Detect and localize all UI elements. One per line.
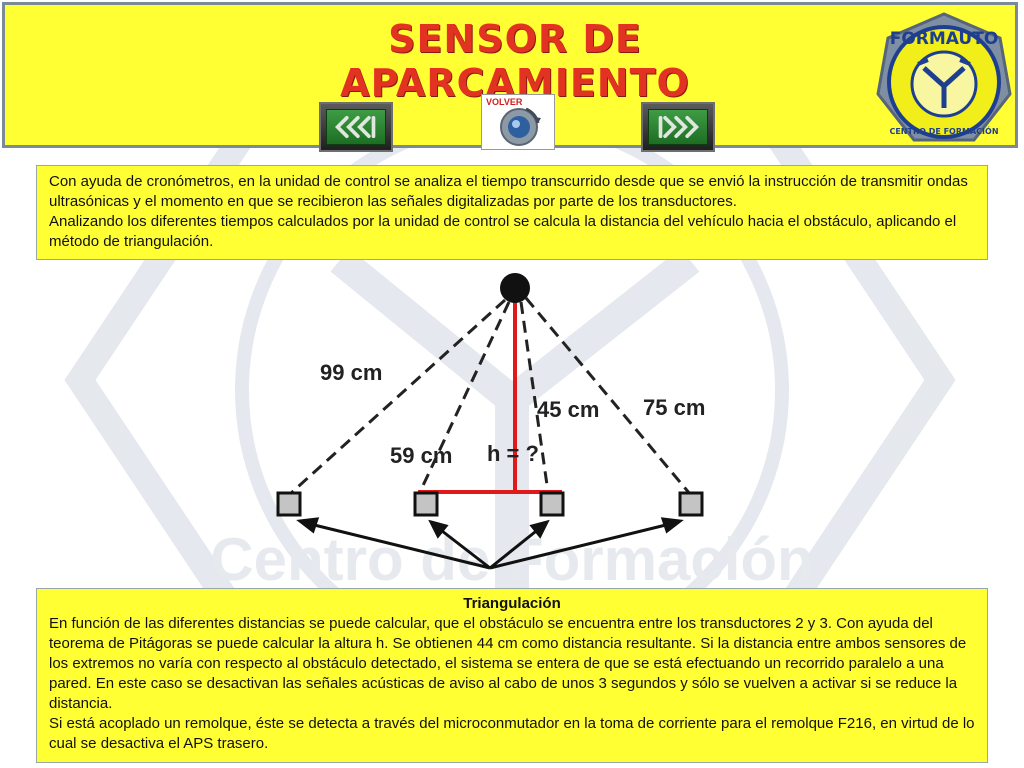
intro-paragraph-2: Analizando los diferentes tiempos calcul… xyxy=(49,213,957,250)
arrowhead-1 xyxy=(296,517,320,534)
triangulation-diagram: 99 cm 59 cm 45 cm 75 cm h = ? xyxy=(276,273,705,570)
transducers xyxy=(276,491,704,517)
distance-label-99: 99 cm xyxy=(320,360,382,385)
signal-arrows xyxy=(296,517,684,570)
transducer-4 xyxy=(678,491,704,517)
distance-label-59: 59 cm xyxy=(390,443,452,468)
next-button[interactable] xyxy=(641,102,715,152)
page-title: SENSOR DE APARCAMIENTO xyxy=(340,17,690,105)
formauto-logo: FORMAUTO CENTRO DE FORMACIÓN xyxy=(876,12,1012,142)
watermark-text: Centro de Formación xyxy=(210,526,813,593)
return-icon xyxy=(500,107,541,146)
arrowhead-4 xyxy=(660,517,684,534)
arrow-to-transducer-4 xyxy=(489,520,679,570)
height-label: h = ? xyxy=(487,441,539,466)
arrow-to-transducer-1 xyxy=(301,520,491,570)
triangulation-text-box: Triangulación En función de las diferent… xyxy=(36,588,988,763)
fast-forward-icon xyxy=(658,115,700,139)
distance-label-45: 45 cm xyxy=(537,397,599,422)
distance-line-2 xyxy=(418,301,511,493)
triangulation-title: Triangulación xyxy=(463,595,561,612)
arrowhead-2 xyxy=(428,519,449,539)
obstacle-dot xyxy=(500,273,530,303)
header-banner: SENSOR DE APARCAMIENTO VOLVER xyxy=(2,2,1018,152)
distance-lines xyxy=(288,297,692,496)
intro-text-box: Con ayuda de cronómetros, en la unidad d… xyxy=(36,165,988,260)
logo-subtext: CENTRO DE FORMACIÓN xyxy=(889,125,998,136)
transducer-1 xyxy=(276,491,302,517)
triangulation-paragraph-1: En función de las diferentes distancias … xyxy=(49,615,967,712)
distance-label-75: 75 cm xyxy=(643,395,705,420)
volver-label: VOLVER xyxy=(486,97,523,107)
transducer-3 xyxy=(539,491,565,517)
logo-text: FORMAUTO xyxy=(890,29,999,49)
intro-paragraph-1: Con ayuda de cronómetros, en la unidad d… xyxy=(49,173,968,210)
transducer-2 xyxy=(413,491,439,517)
arrowhead-3 xyxy=(529,519,550,539)
rewind-icon xyxy=(334,115,376,139)
triangulation-paragraph-2: Si está acoplado un remolque, éste se de… xyxy=(49,715,975,752)
volver-button[interactable]: VOLVER xyxy=(481,94,555,150)
distance-line-4 xyxy=(524,297,692,495)
distance-line-3 xyxy=(519,301,550,493)
distance-line-1 xyxy=(288,298,507,496)
previous-button[interactable] xyxy=(319,102,393,152)
